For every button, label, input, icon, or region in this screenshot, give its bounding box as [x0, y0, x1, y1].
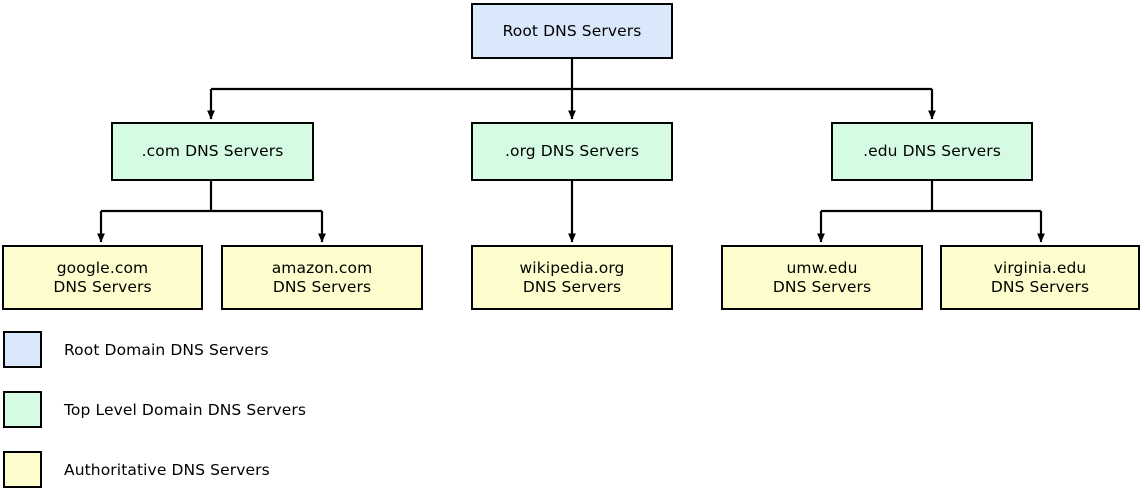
node-label: amazon.com DNS Servers	[271, 258, 373, 296]
node-label: wikipedia.org DNS Servers	[519, 258, 625, 296]
node-label: .edu DNS Servers	[863, 142, 1001, 160]
node-virginia-dns-servers[interactable]: virginia.edu DNS Servers	[940, 245, 1140, 310]
legend-swatch-root-icon	[3, 331, 42, 368]
legend-item-tld: Top Level Domain DNS Servers	[3, 391, 306, 428]
legend-label: Authoritative DNS Servers	[64, 460, 270, 479]
legend-item-authoritative: Authoritative DNS Servers	[3, 451, 270, 488]
node-google-dns-servers[interactable]: google.com DNS Servers	[2, 245, 203, 310]
edge-edu-to-children-bus	[821, 181, 1041, 213]
legend-swatch-tld-icon	[3, 391, 42, 428]
legend-label: Root Domain DNS Servers	[64, 340, 269, 359]
node-amazon-dns-servers[interactable]: amazon.com DNS Servers	[221, 245, 423, 310]
node-label: google.com DNS Servers	[53, 258, 152, 296]
node-root-dns-servers[interactable]: Root DNS Servers	[471, 3, 673, 59]
node-edu-dns-servers[interactable]: .edu DNS Servers	[831, 122, 1033, 181]
legend-label: Top Level Domain DNS Servers	[64, 400, 306, 419]
legend-item-root: Root Domain DNS Servers	[3, 331, 269, 368]
node-label: .com DNS Servers	[141, 142, 284, 160]
node-wikipedia-dns-servers[interactable]: wikipedia.org DNS Servers	[471, 245, 673, 310]
edge-root-to-tld-bus	[211, 59, 932, 91]
edge-com-to-children-bus	[101, 181, 322, 213]
node-org-dns-servers[interactable]: .org DNS Servers	[471, 122, 673, 181]
node-umw-dns-servers[interactable]: umw.edu DNS Servers	[721, 245, 923, 310]
node-label: virginia.edu DNS Servers	[990, 258, 1090, 296]
node-label: .org DNS Servers	[504, 142, 640, 160]
node-com-dns-servers[interactable]: .com DNS Servers	[111, 122, 314, 181]
node-label: Root DNS Servers	[502, 21, 642, 40]
legend-swatch-authoritative-icon	[3, 451, 42, 488]
node-label: umw.edu DNS Servers	[772, 258, 872, 296]
